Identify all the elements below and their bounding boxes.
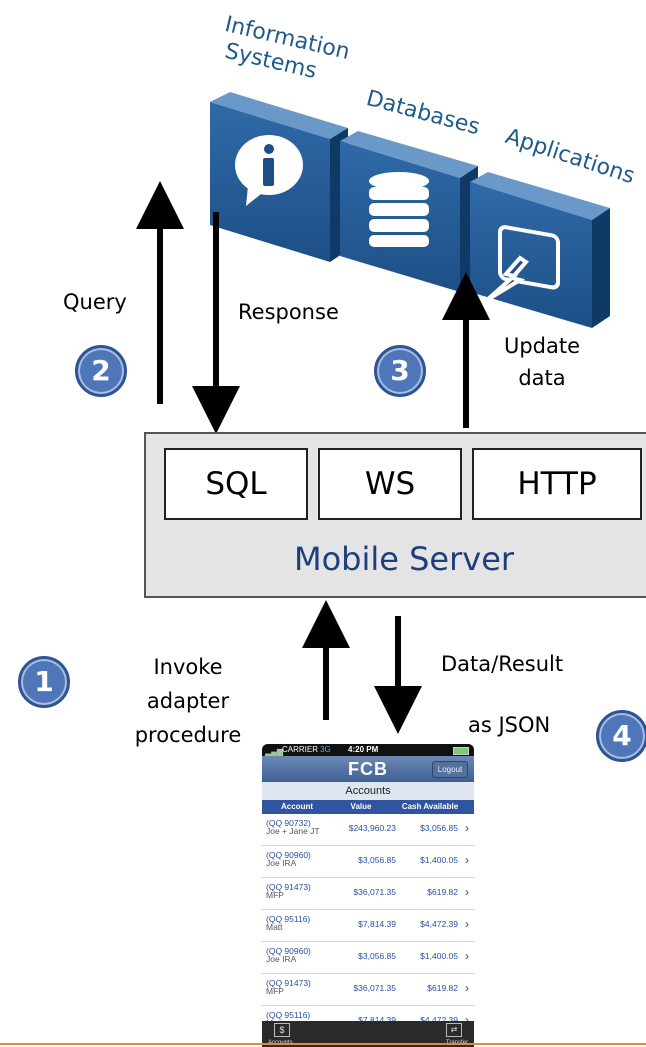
transfer-icon: ⇄ (446, 1023, 462, 1037)
chevron-right-icon: › (465, 981, 469, 995)
table-row[interactable]: (QQ 95116)Matt $7,814.39 $4,472.39 › (262, 910, 474, 942)
account-holder: Matt (266, 922, 283, 932)
column-value: Value (350, 802, 372, 811)
carrier-text: CARRIER (282, 745, 319, 754)
account-value: $36,071.35 (353, 887, 396, 897)
tab-bar: $ Accounts ⇄ Transfer (262, 1021, 474, 1047)
logout-button[interactable]: Logout (432, 761, 468, 778)
chevron-right-icon: › (465, 949, 469, 963)
cash-available: $619.82 (427, 983, 458, 993)
phone-header: FCB Logout (262, 756, 474, 782)
data-result-label: Data/Result (441, 652, 564, 676)
account-holder: Joe IRA (266, 954, 297, 964)
cash-available: $4,472.39 (420, 919, 458, 929)
phone-status-bar: ▂▄▆ CARRIER 3G 4:20 PM (262, 744, 474, 756)
account-holder: MFP (266, 986, 284, 996)
screen-title: Accounts (262, 782, 474, 800)
response-label: Response (238, 300, 339, 324)
cash-available: $3,056.85 (420, 823, 458, 833)
backend-systems-graphic (210, 92, 610, 328)
sql-adapter-box: SQL (164, 448, 308, 520)
table-header: Account Value Cash Available (262, 800, 474, 814)
account-id: (QQ 91473) (266, 882, 311, 892)
table-row[interactable]: (QQ 90960)Joe IRA $3,056.85 $1,400.05 › (262, 846, 474, 878)
account-value: $243,960.23 (348, 823, 396, 833)
table-row[interactable]: (QQ 90732)Joe + Jane JT $243,960.23 $3,056… (262, 814, 474, 846)
time-text: 4:20 PM (348, 745, 379, 754)
account-id-name: (QQ 91473)MFP (266, 882, 311, 900)
info-icon (235, 135, 303, 206)
chevron-right-icon: › (465, 1013, 469, 1027)
account-id: (QQ 90960) (266, 946, 311, 956)
table-row[interactable]: (QQ 91473)MFP $36,071.35 $619.82 › (262, 878, 474, 910)
account-value: $7,814.39 (358, 919, 396, 929)
application-cursor-icon (485, 225, 560, 302)
account-id: (QQ 91473) (266, 978, 311, 988)
table-row[interactable]: (QQ 91473)MFP $36,071.35 $619.82 › (262, 974, 474, 1006)
account-id: (QQ 95116) (266, 1010, 311, 1020)
app-brand: FCB (348, 759, 388, 779)
account-id-name: (QQ 90960)Joe IRA (266, 850, 311, 868)
account-value: $3,056.85 (358, 951, 396, 961)
account-value: $7,814.39 (358, 1015, 396, 1025)
account-id: (QQ 90732) (266, 818, 311, 828)
account-id: (QQ 95116) (266, 914, 311, 924)
invoke-procedure-label: Invoke adapter procedure (134, 655, 242, 747)
as-json-label: as JSON (468, 713, 551, 737)
account-list: (QQ 90732)Joe + Jane JT $243,960.23 $3,056… (262, 814, 474, 1038)
mobile-server-title: Mobile Server (293, 540, 515, 578)
column-account: Account (281, 802, 313, 811)
account-value: $36,071.35 (353, 983, 396, 993)
cash-available: $1,400.05 (420, 855, 458, 865)
account-holder: Joe + Jane JT (266, 826, 320, 836)
cash-available: $4,472.39 (420, 1015, 458, 1025)
account-id-name: (QQ 90960)Joe IRA (266, 946, 311, 964)
account-id: (QQ 90960) (266, 850, 311, 860)
step-2-badge: 2 (75, 345, 127, 397)
network-text: 3G (320, 745, 331, 754)
update-data-label: Update data (503, 334, 581, 390)
database-icon (369, 172, 429, 247)
bottom-rule (0, 1043, 646, 1045)
account-id-name: (QQ 91473)MFP (266, 978, 311, 996)
ws-adapter-box: WS (318, 448, 462, 520)
cash-available: $1,400.05 (420, 951, 458, 961)
step-1-badge: 1 (18, 656, 70, 708)
query-label: Query (63, 290, 127, 314)
table-row[interactable]: (QQ 90960)Joe IRA $3,056.85 $1,400.05 › (262, 942, 474, 974)
account-holder: Joe IRA (266, 858, 297, 868)
signal-icon: ▂▄▆ (265, 747, 283, 756)
account-value: $3,056.85 (358, 855, 396, 865)
account-holder: MFP (266, 890, 284, 900)
flow-arrows (136, 181, 490, 734)
chevron-right-icon: › (465, 821, 469, 835)
chevron-right-icon: › (465, 885, 469, 899)
chevron-right-icon: › (465, 853, 469, 867)
column-cash: Cash Available (401, 802, 459, 811)
step-4-badge: 4 (596, 710, 646, 762)
account-id-name: (QQ 90732)Joe + Jane JT (266, 818, 320, 836)
http-adapter-box: HTTP (472, 448, 642, 520)
chevron-right-icon: › (465, 917, 469, 931)
battery-icon (453, 747, 469, 755)
account-id-name: (QQ 95116)Matt (266, 914, 311, 932)
dollar-icon: $ (274, 1023, 290, 1037)
phone-screenshot: ▂▄▆ CARRIER 3G 4:20 PM FCB Logout Accoun… (262, 744, 474, 1047)
step-3-badge: 3 (374, 345, 426, 397)
cash-available: $619.82 (427, 887, 458, 897)
